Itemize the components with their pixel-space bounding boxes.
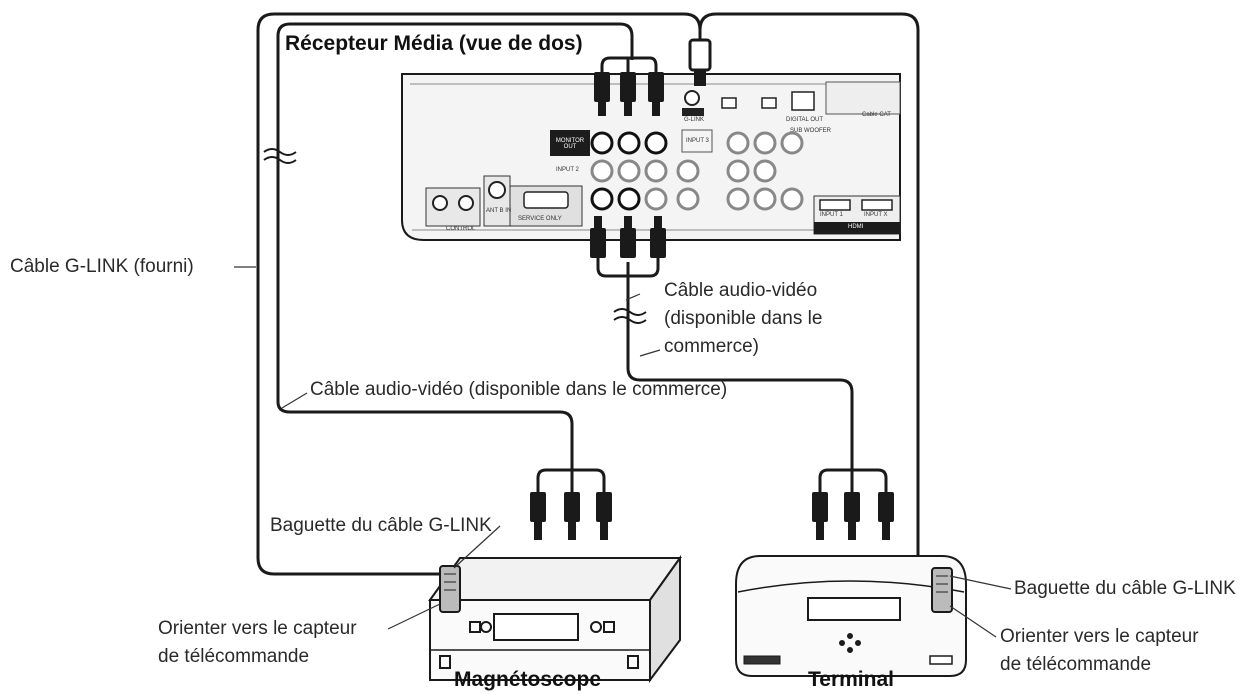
panel-label-ant: ANT B IN [486,208,512,214]
terminal-glink-wand [931,567,953,613]
rca-plugs-vcr [530,492,612,540]
label-wand-left: Baguette du câble G-LINK [270,515,492,536]
leader-lines [234,266,1012,638]
panel-label-control: CONTROL [446,226,476,232]
panel-label-input-x: INPUT X [864,212,888,218]
receiver-back-panel [401,73,901,241]
label-orient-right-2: de télécommande [1000,654,1152,675]
cable-break-left [263,148,297,164]
label-wand-right: Baguette du câble G-LINK [1014,578,1236,599]
rca-plugs-terminal [812,492,894,540]
panel-label-input3: INPUT 3 [686,138,709,144]
rca-plugs-bottom [590,216,666,258]
label-glink-cable: Câble G-LINK (fourni) [10,256,194,277]
label-orient-left-1: Orienter vers le capteur [158,618,357,639]
vcr-device [428,554,682,683]
label-orient-left-2: de télécommande [158,646,310,667]
jack-grid [590,131,804,211]
vcr-glink-wand [439,565,461,613]
cable-break-right [613,308,647,324]
receiver-title: Récepteur Média (vue de dos) [285,32,583,55]
label-av-cable-left: Câble audio-vidéo (disponible dans le co… [310,379,728,400]
panel-label-service: SERVICE ONLY [518,216,562,222]
label-av-cable-right-2: (disponible dans le [664,308,823,329]
label-av-cable-right-3: commerce) [664,336,760,357]
glink-cable-loop [256,12,920,580]
panel-label-glink: G-LINK [684,117,705,123]
glink-plug [688,38,712,86]
label-av-cable-right-1: Câble audio-vidéo [664,280,818,301]
panel-label-hdmi: HDMI [848,224,864,230]
terminal-device [735,555,967,677]
panel-label-optical: DIGITAL OUT [786,117,824,123]
device-name-terminal: Terminal [808,668,894,691]
panel-label-monitor-out: MONITOR OUT [555,138,585,150]
panel-label-cable-cat: Cable CAT [862,112,891,118]
label-orient-right-1: Orienter vers le capteur [1000,626,1199,647]
rca-plugs-top [594,56,664,116]
av-cable-terminal [596,256,888,492]
panel-label-input1: INPUT 1 [820,212,843,218]
panel-label-subwoofer: SUB WOOFER [790,128,832,134]
device-name-vcr: Magnétoscope [454,668,602,691]
panel-label-input2: INPUT 2 [556,167,579,173]
av-cable-vcr [276,22,634,492]
